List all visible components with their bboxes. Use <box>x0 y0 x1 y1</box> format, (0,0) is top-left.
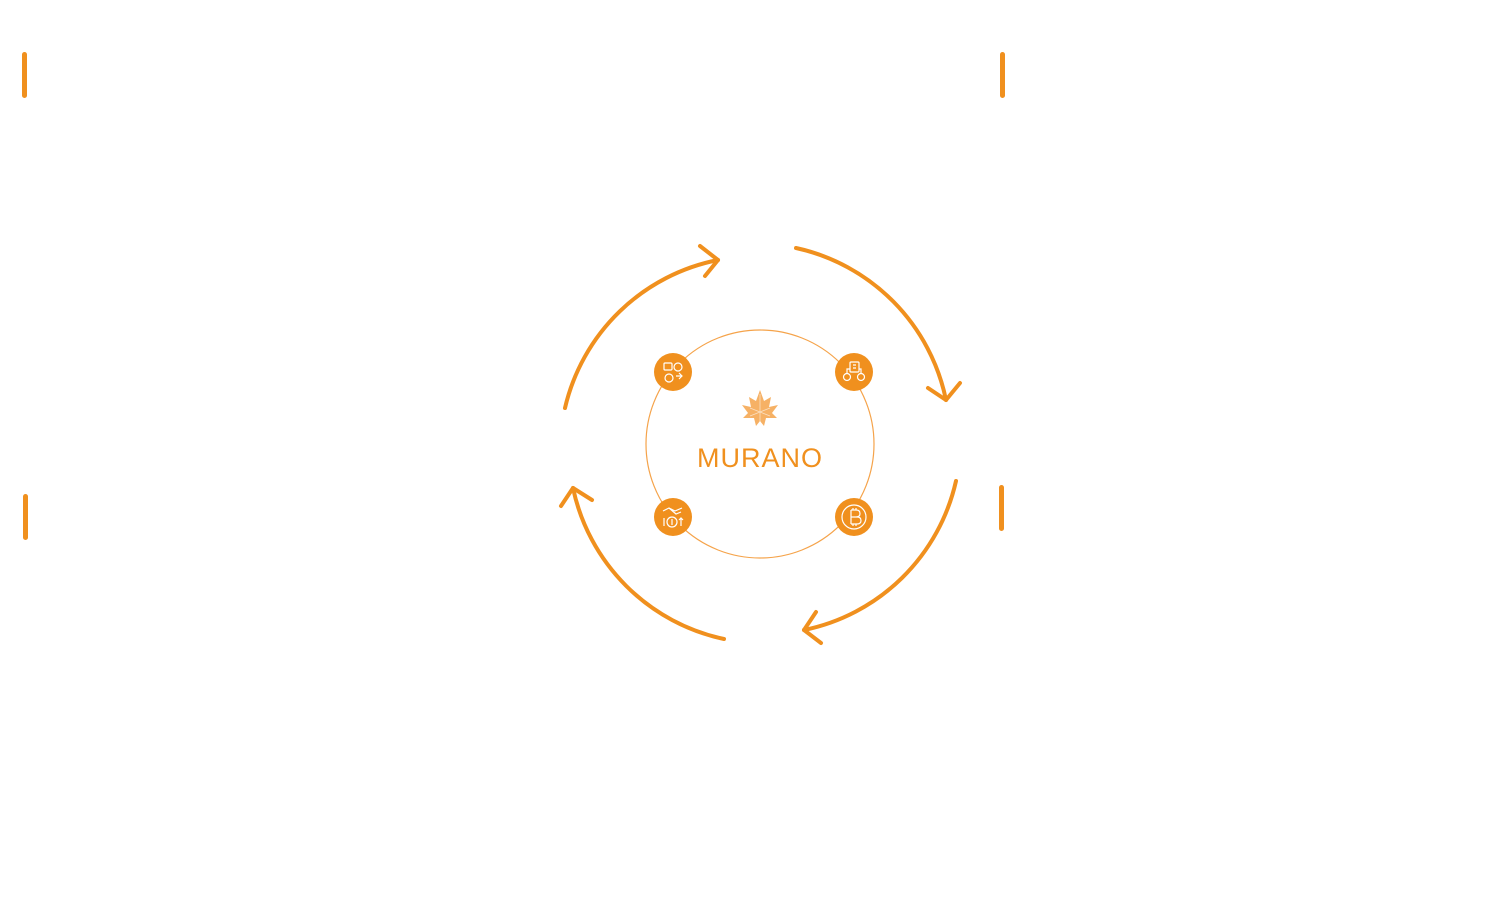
cycle-arrow-bottom-right-head <box>802 610 823 645</box>
cycle-arrow-bottom-right <box>802 479 958 632</box>
cycle-arrow-top-left-head <box>698 244 720 278</box>
cycle-arrow-top-right-head <box>926 381 962 402</box>
maple-leaf-icon <box>742 390 778 426</box>
accent-bar-bottom-left <box>23 494 28 540</box>
cycle-arrow-top-right <box>794 246 948 402</box>
inner-ring <box>645 329 875 559</box>
accent-bar-top-right <box>1000 52 1005 98</box>
node-bottom-left <box>654 498 692 536</box>
cycle-arrow-bottom-left <box>571 486 726 641</box>
currency-exchange-icon <box>663 362 683 383</box>
cycle-arrow-bottom-left-head <box>559 486 594 508</box>
node-top-left <box>654 353 692 391</box>
node-bottom-right <box>835 498 873 536</box>
brand-name: MURANO <box>697 443 823 473</box>
node-top-right <box>835 353 873 391</box>
bitcoin-icon <box>841 504 867 530</box>
handshake-coin-icon <box>662 507 684 528</box>
crypto-transfer-icon <box>842 361 866 382</box>
accent-bar-top-left <box>22 52 27 98</box>
accent-bar-bottom-right <box>999 485 1004 531</box>
cycle-arrow-top-left <box>563 258 720 410</box>
